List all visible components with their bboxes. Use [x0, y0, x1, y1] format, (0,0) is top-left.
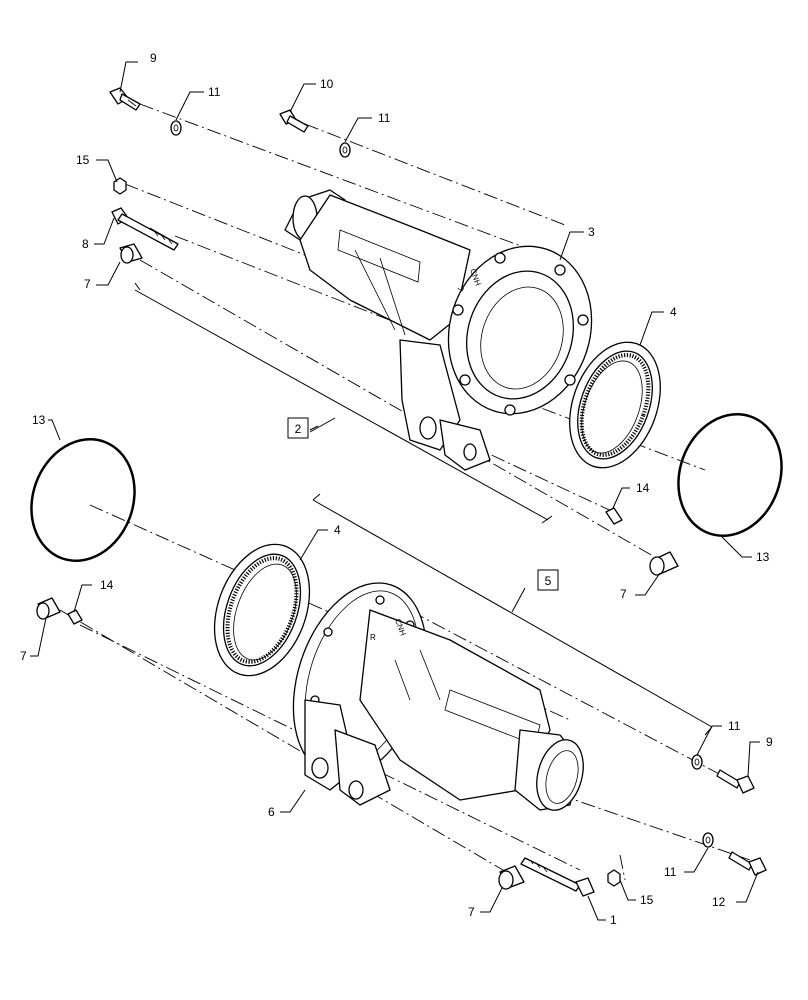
axle-housing-right: R CNH	[292, 582, 584, 811]
callout-4-top: 4	[670, 305, 677, 319]
washer-11-top-a	[170, 120, 182, 136]
bolt-10	[279, 109, 309, 133]
callout-11-top-b: 11	[378, 111, 391, 125]
bushing-7-top	[119, 243, 143, 264]
callout-box-5: 5	[537, 569, 559, 591]
bolt-12	[728, 851, 767, 876]
callout-7-left: 7	[20, 649, 27, 663]
callout-2: 2	[295, 422, 302, 436]
callout-7-top: 7	[84, 277, 91, 291]
callout-box-2: 2	[287, 417, 309, 439]
bushing-7-bottom	[498, 865, 525, 890]
callout-10: 10	[320, 77, 334, 91]
callout-7-bottom: 7	[468, 905, 475, 919]
nut-15-bottom	[607, 869, 621, 887]
callout-15-top: 15	[76, 153, 90, 167]
washer-11-top-b	[339, 142, 351, 158]
callout-8: 8	[82, 237, 89, 251]
housing-left-side-mark: L	[456, 284, 466, 293]
callout-9-bottom: 9	[766, 735, 773, 749]
housing-right-side-mark: R	[370, 633, 376, 642]
callout-1: 1	[610, 913, 617, 927]
callout-6: 6	[268, 805, 275, 819]
callout-12: 12	[712, 895, 726, 909]
o-ring-13-left	[30, 438, 136, 562]
bolt-9-top	[109, 87, 141, 111]
ring-gear-4-top	[569, 341, 661, 469]
callout-3: 3	[588, 225, 595, 239]
washer-11-bottom-a	[691, 754, 703, 770]
callout-5: 5	[545, 574, 552, 588]
bushing-7-right	[649, 551, 679, 576]
callout-15-bottom: 15	[640, 893, 654, 907]
bolt-9-bottom	[716, 769, 755, 794]
callout-11-bottom-a: 11	[728, 719, 741, 733]
bushing-7-left	[36, 597, 61, 620]
callout-14-left: 14	[100, 578, 114, 592]
o-ring-13-right	[677, 413, 783, 537]
callout-11-top-a: 11	[208, 85, 221, 99]
bolt-8	[111, 207, 179, 251]
callout-9-top: 9	[150, 51, 157, 65]
callout-11-bottom-b: 11	[664, 865, 677, 879]
pin-14-left	[67, 609, 83, 625]
callout-labels: 9 11 10 11 15 8 7 3 4 13 14 13 7 4 14 7 …	[20, 51, 773, 927]
callout-13-left: 13	[32, 413, 46, 427]
washer-11-bottom-b	[702, 832, 714, 848]
pin-14-right	[605, 507, 623, 525]
bolt-1	[520, 857, 595, 897]
callout-14-right: 14	[636, 481, 650, 495]
leader-lines	[30, 61, 760, 921]
callout-13-right: 13	[756, 550, 770, 564]
ring-gear-4-middle	[213, 543, 311, 677]
assembly-2-bracket	[134, 282, 553, 524]
callout-7-right: 7	[620, 587, 627, 601]
callout-4-middle: 4	[334, 523, 341, 537]
axle-housing-left: L CNH	[284, 189, 593, 471]
nut-15-top	[113, 177, 127, 195]
